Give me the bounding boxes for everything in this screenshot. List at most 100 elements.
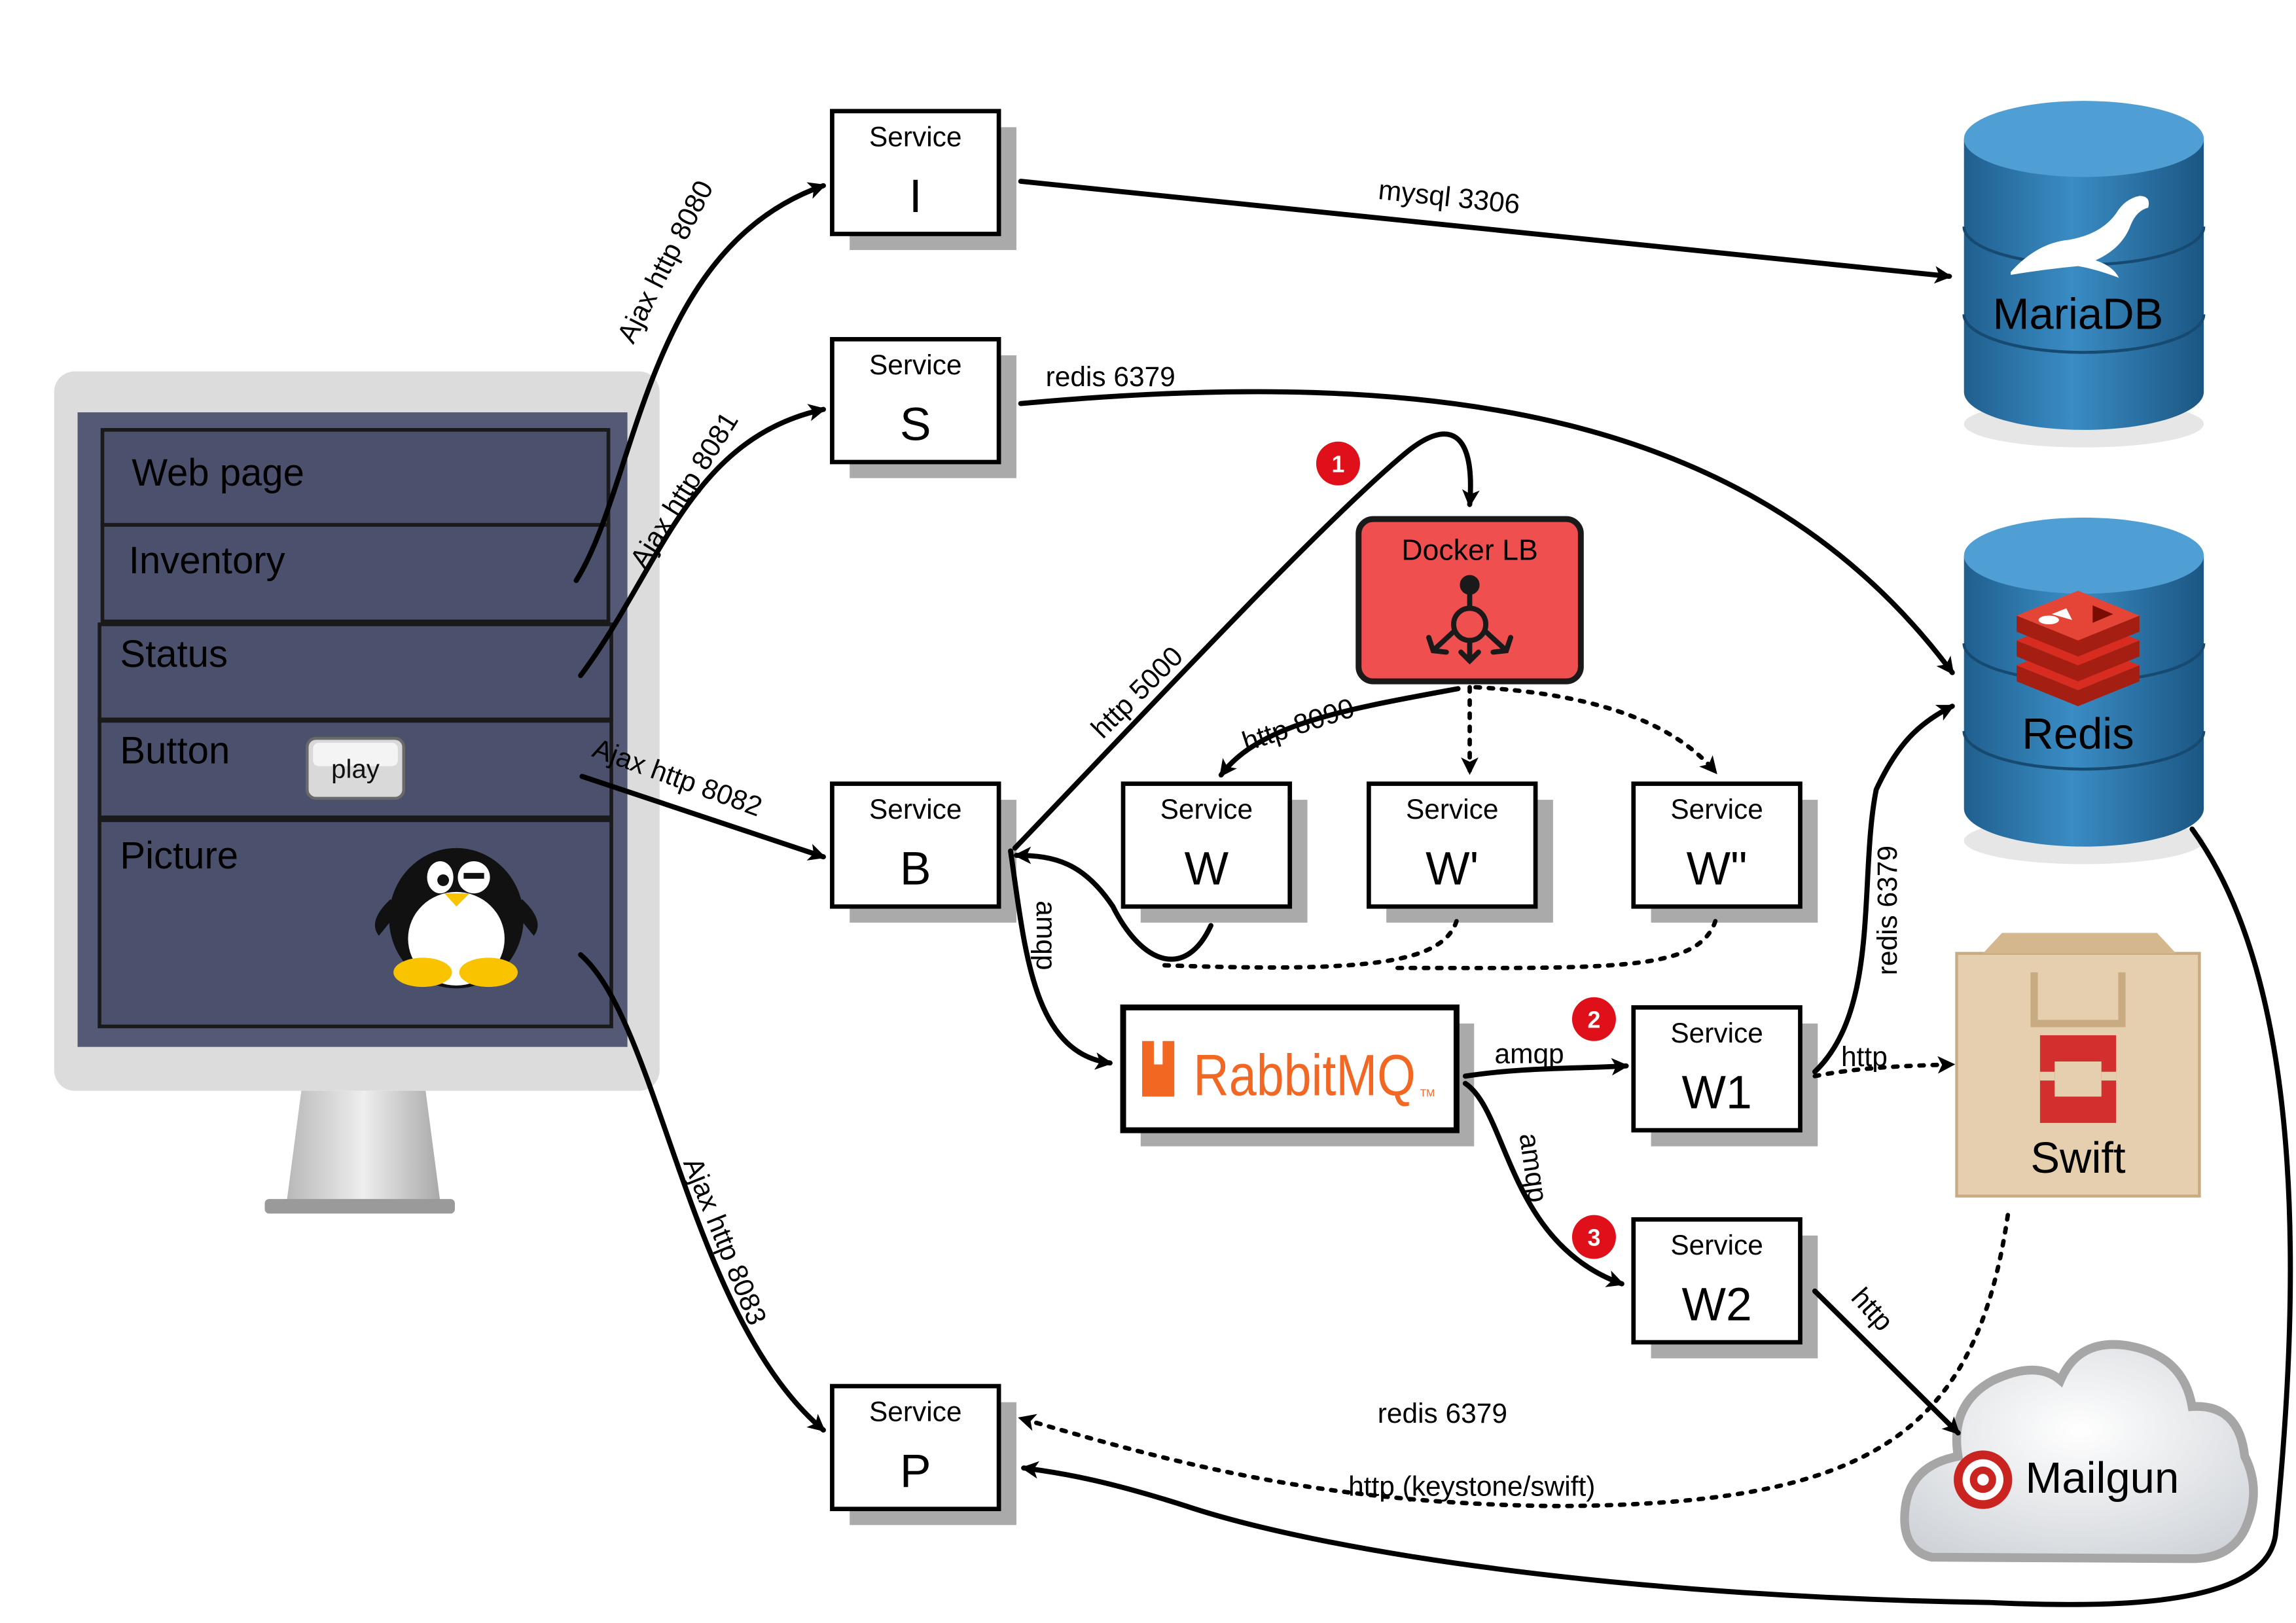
label-ajax-8083: Ajax http 8083: [677, 1153, 772, 1329]
row-label-web-page: Web page: [132, 452, 304, 494]
service-name: W": [1687, 843, 1748, 895]
label-http-8090: http 8090: [1238, 692, 1358, 757]
edge-service-w2-to-mailgun: [1812, 1288, 1961, 1436]
label-mysql-3306: mysql 3306: [1377, 174, 1522, 219]
rabbitmq-logo-text: RabbitMQ: [1193, 1042, 1416, 1107]
step-badge-3: 3: [1571, 1215, 1616, 1259]
service-name: W2: [1681, 1279, 1751, 1331]
label-ajax-8080: Ajax http 8080: [611, 175, 719, 348]
row-label-picture: Picture: [120, 834, 238, 877]
mailgun-logo-icon: [1954, 1450, 2013, 1509]
load-balancer-icon: [1426, 575, 1513, 665]
swift-bag: [1955, 952, 2201, 1198]
service-caption: Service: [869, 1397, 962, 1427]
edge-button-to-service-b: [579, 774, 827, 861]
label-amqp-w2: amqp: [1514, 1131, 1554, 1204]
edge-docker-lb-to-service-w-double-prime: [1473, 685, 1718, 775]
service-w-double-prime: Service W": [1631, 781, 1818, 923]
edge-service-b-to-docker-lb: [1012, 431, 1480, 851]
connectors: [573, 179, 2293, 1607]
cloud-icon: [1900, 1340, 2258, 1563]
label-redis-6379-s: redis 6379: [1046, 361, 1175, 392]
docker-lb: Docker LB: [1355, 516, 1584, 685]
rabbitmq: RabbitMQ TM: [1120, 1004, 1475, 1147]
seal-icon: [2011, 196, 2149, 278]
edge-service-w1-to-redis: [1812, 704, 1955, 1075]
rabbitmq-trademark: TM: [1420, 1088, 1435, 1099]
service-name: S: [900, 399, 931, 451]
openstack-logo-icon: [2039, 1035, 2117, 1123]
service-caption: Service: [869, 349, 962, 380]
edge-rabbitmq-to-service-w1: [1462, 1058, 1630, 1079]
service-name: B: [900, 843, 931, 895]
service-w-prime: Service W': [1367, 781, 1553, 923]
row-label-status: Status: [120, 633, 228, 675]
edge-service-b-to-rabbitmq: [1008, 848, 1113, 1070]
play-button[interactable]: play: [306, 737, 406, 800]
mariadb: MariaDB: [1962, 101, 2206, 448]
service-caption: Service: [1670, 1018, 1763, 1048]
label-redis-6379-p: redis 6379: [1378, 1398, 1507, 1429]
step-badge-2: 2: [1571, 997, 1616, 1041]
row-label-button: Button: [120, 729, 230, 772]
browser-row-inventory: [100, 523, 611, 624]
service-caption: Service: [869, 794, 962, 825]
dotted-connectors: [1018, 685, 2011, 1508]
service-name: W': [1426, 843, 1479, 895]
browser-row-web-page: [100, 428, 611, 527]
edge-service-w-prime-to-b: [1155, 919, 1459, 970]
monitor-stand: [287, 1090, 440, 1202]
badge-number: 1: [1332, 452, 1345, 478]
penguin-icon: [374, 847, 538, 989]
label-amqp-b: amqp: [1031, 901, 1062, 970]
edge-inventory-to-service-i: [573, 182, 827, 583]
swift-label: Swift: [2030, 1133, 2126, 1183]
monitor-base: [264, 1199, 455, 1214]
service-b: Service B: [830, 781, 1016, 923]
swift: Swift: [1955, 933, 2201, 1198]
row-label-inventory: Inventory: [129, 539, 285, 582]
service-name: P: [900, 1445, 931, 1497]
mailgun: Mailgun: [1900, 1340, 2258, 1563]
edge-service-w-double-prime-to-b: [1388, 919, 1718, 971]
client-monitor: Web page Inventory Status Button Picture…: [54, 371, 660, 1214]
label-redis-6379-w1: redis 6379: [1872, 846, 1903, 975]
label-http-keystone-swift: http (keystone/swift): [1348, 1471, 1595, 1502]
mariadb-label: MariaDB: [1993, 290, 2164, 339]
service-w2: Service W2: [1631, 1217, 1818, 1359]
service-name: W1: [1681, 1067, 1751, 1119]
play-button-label: play: [331, 755, 380, 784]
docker-lb-label: Docker LB: [1401, 535, 1538, 567]
edge-redis-to-service-p: [1020, 826, 2293, 1607]
badge-number: 2: [1588, 1007, 1601, 1033]
label-http-w1: http: [1841, 1041, 1888, 1072]
service-name: I: [909, 170, 922, 223]
service-caption: Service: [869, 121, 962, 152]
edge-status-to-service-s: [578, 404, 827, 679]
step-badge-1: 1: [1316, 441, 1360, 486]
redis: Redis: [1962, 517, 2206, 865]
service-name: W: [1185, 843, 1229, 895]
edge-docker-lb-to-service-w: [1218, 686, 1461, 778]
service-caption: Service: [1670, 1230, 1763, 1260]
service-caption: Service: [1406, 794, 1499, 825]
label-amqp-w1: amqp: [1495, 1038, 1564, 1069]
service-s: Service S: [830, 336, 1016, 478]
badge-number: 3: [1588, 1225, 1601, 1251]
edge-service-s-to-redis: [1018, 389, 1955, 675]
mailgun-label: Mailgun: [2026, 1454, 2179, 1503]
service-caption: Service: [1160, 794, 1253, 825]
edge-service-i-to-mariadb: [1018, 179, 1952, 284]
edge-swift-to-service-p: [1018, 1213, 2011, 1508]
redis-logo-icon: [2017, 590, 2140, 707]
edge-picture-to-service-p: [578, 952, 826, 1433]
edge-rabbitmq-to-service-w2: [1462, 1080, 1625, 1287]
redis-label: Redis: [2022, 709, 2134, 758]
label-http-5000: http 5000: [1085, 641, 1189, 744]
service-w1: Service W1: [1631, 1005, 1818, 1147]
service-i: Service I: [830, 109, 1016, 251]
rabbitmq-logo-icon: [1142, 1041, 1175, 1097]
edge-service-w-to-service-b: [1013, 846, 1213, 962]
service-p: Service P: [830, 1383, 1016, 1525]
